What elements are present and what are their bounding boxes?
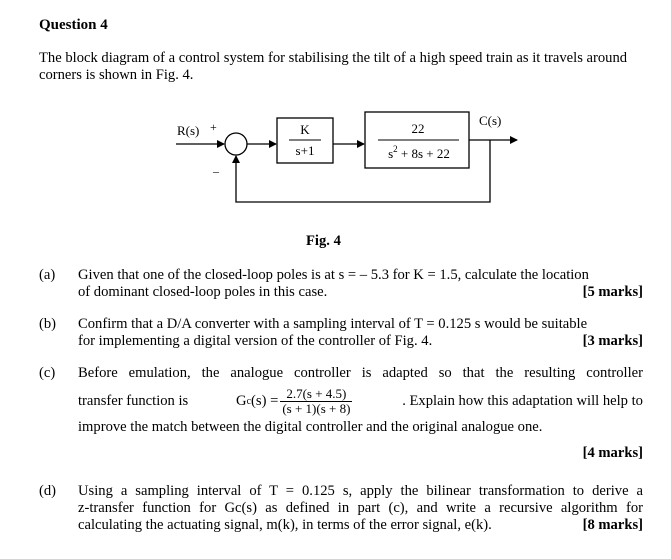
part-c-label: (c) [39, 365, 56, 381]
part-c-line2-pre: transfer function is [78, 392, 189, 409]
block-diagram: R(s) + – K s+1 22 s2 + 8s + 22 C(s) [176, 111, 518, 203]
part-b-label: (b) [39, 316, 57, 332]
part-c-line2-post: . Explain how this adaptation will help … [402, 392, 643, 409]
output-label: C(s) [479, 113, 501, 128]
part-d-line1: Using a sampling interval of T = 0.125 s… [78, 483, 643, 499]
feedback-path [232, 140, 491, 203]
part-d-label: (d) [39, 483, 57, 499]
part-c-line3: improve the match between the digital co… [78, 419, 543, 435]
part-d-line2: z-transfer function for Gc(s) as defined… [78, 500, 643, 516]
part-b-line2: for implementing a digital version of th… [78, 333, 433, 349]
part-c-gc-sub: c [246, 395, 252, 407]
figure-caption: Fig. 4 [306, 233, 341, 249]
plant-numerator: 22 [412, 121, 425, 136]
minus-sign: – [212, 164, 220, 178]
part-a-line1: Given that one of the closed-loop poles … [78, 267, 589, 283]
part-c-line1: Before emulation, the analogue controlle… [78, 365, 643, 381]
part-a-line2: of dominant closed-loop poles in this ca… [78, 284, 328, 300]
part-d-line3: calculating the actuating signal, m(k), … [78, 517, 492, 533]
input-label: R(s) [177, 123, 199, 138]
part-a-marks: [5 marks] [582, 284, 643, 300]
part-d-marks: [8 marks] [582, 517, 643, 533]
part-a: (a) Given that one of the closed-loop po… [39, 267, 643, 307]
part-b-line1: Confirm that a D/A converter with a samp… [78, 316, 588, 332]
controller-numerator: K [300, 122, 310, 137]
question-title: Question 4 [39, 17, 108, 33]
question-intro: The block diagram of a control system fo… [39, 50, 628, 83]
part-b: (b) Confirm that a D/A converter with a … [39, 316, 643, 356]
part-c-fraction-denominator: (s + 1)(s + 8) [282, 400, 351, 416]
summing-junction [224, 132, 248, 156]
part-c-fraction: 2.7(s + 4.5) (s + 1)(s + 8) [280, 386, 353, 416]
part-d: (d) Using a sampling interval of T = 0.1… [39, 483, 643, 543]
controller-denominator: s+1 [296, 143, 315, 158]
part-a-label: (a) [39, 267, 56, 283]
part-c-marks: [4 marks] [582, 445, 643, 461]
plant-denominator: s2 + 8s + 22 [388, 144, 450, 161]
part-b-marks: [3 marks] [582, 333, 643, 349]
part-c-gc: G [236, 392, 247, 409]
part-c-fraction-numerator: 2.7(s + 4.5) [280, 386, 353, 402]
part-c: (c) Before emulation, the analogue contr… [39, 365, 643, 465]
part-c-gc-arg: (s) = [251, 392, 279, 409]
plus-sign: + [210, 120, 217, 134]
